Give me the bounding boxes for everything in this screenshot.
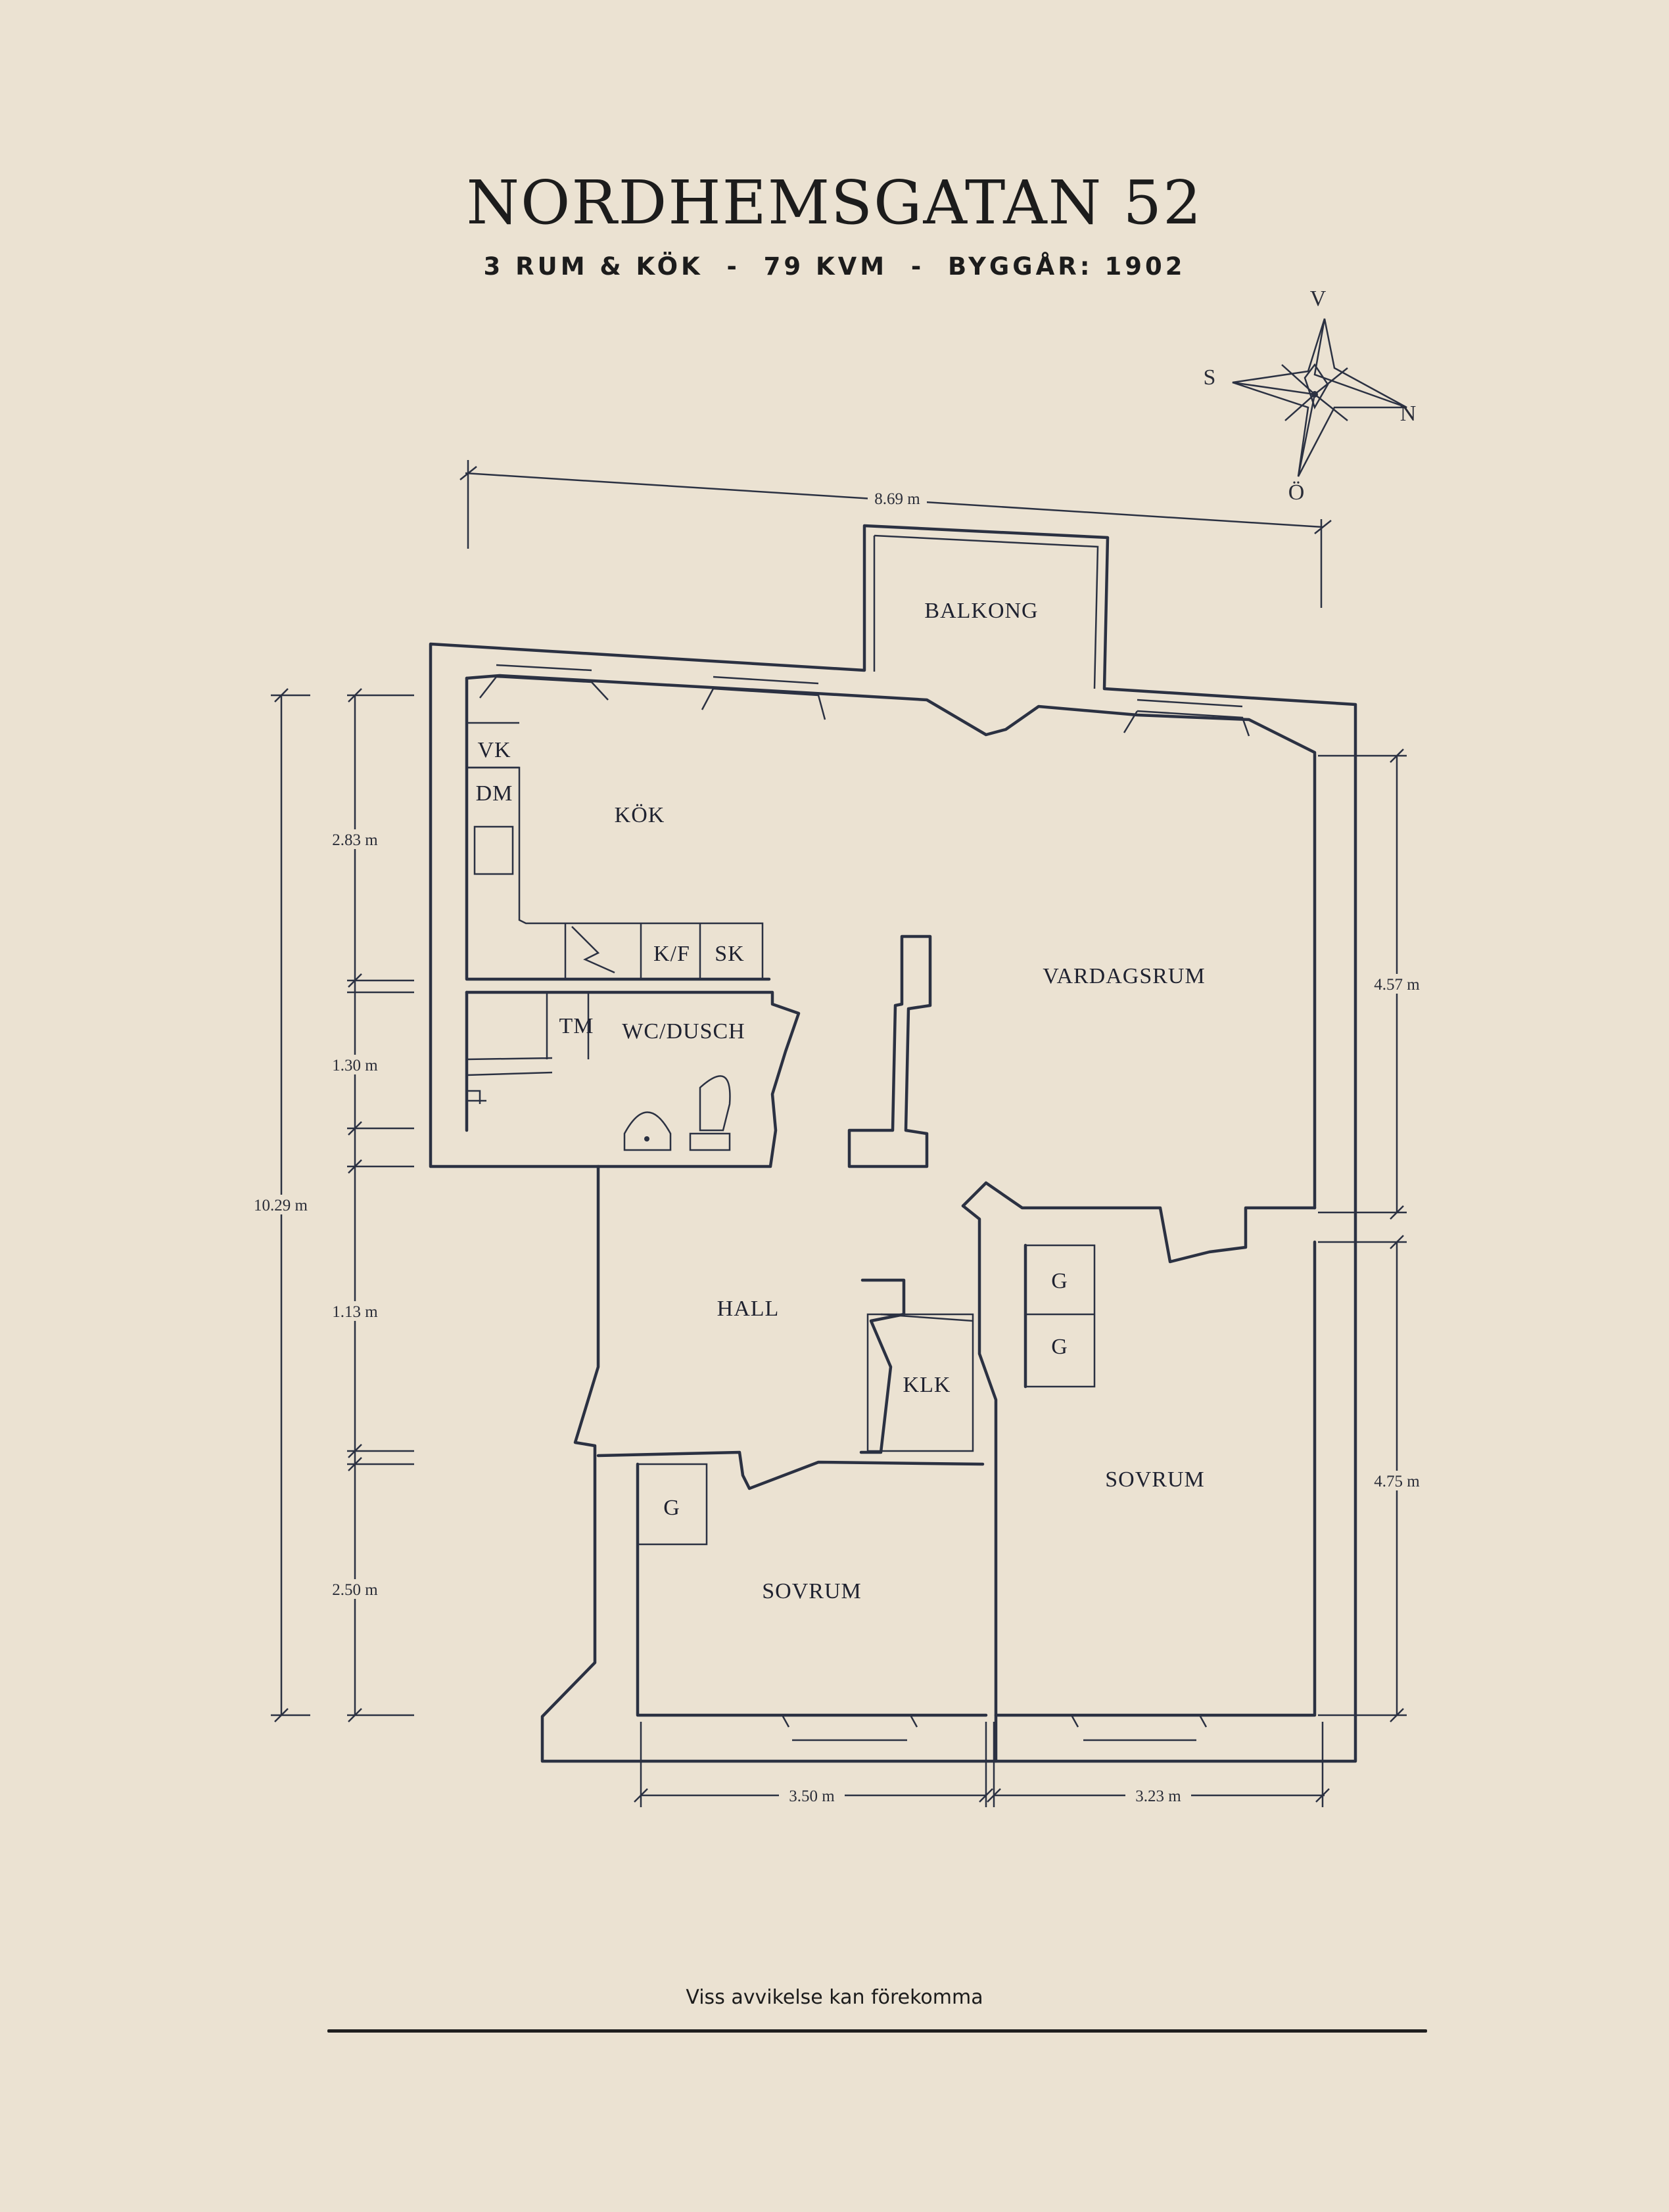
dim-bottom-2: 3.23 m: [1135, 1787, 1181, 1805]
label-klk: KLK: [903, 1373, 951, 1397]
compass-s: S: [1204, 365, 1216, 390]
label-sovrum-right: SOVRUM: [1105, 1467, 1204, 1492]
dim-left-4: 2.50 m: [332, 1581, 378, 1599]
dim-left-total: 10.29 m: [254, 1197, 308, 1214]
label-g-3: G: [663, 1496, 680, 1520]
compass-n: N: [1400, 402, 1417, 426]
dim-right-1: 4.57 m: [1374, 976, 1420, 994]
footer-divider: [327, 2029, 1427, 2033]
page-subtitle: 3 RUM & KÖK - 79 KVM - BYGGÅR: 1902: [483, 252, 1186, 281]
label-hall: HALL: [717, 1297, 780, 1321]
label-dm: DM: [476, 781, 513, 806]
label-wc: WC/DUSCH: [622, 1019, 745, 1044]
walls: [429, 524, 1357, 1763]
dim-left-1: 2.83 m: [332, 831, 378, 849]
dimension-lines: [271, 460, 1407, 1807]
dim-top: 8.69 m: [874, 490, 920, 508]
label-kf: K/F: [653, 942, 690, 966]
label-vardagsrum: VARDAGSRUM: [1043, 964, 1205, 988]
label-tm: TM: [559, 1014, 594, 1038]
label-sovrum-left: SOVRUM: [762, 1579, 861, 1603]
compass-v: V: [1310, 287, 1327, 311]
label-sk: SK: [715, 942, 744, 966]
compass-o: Ö: [1288, 480, 1305, 505]
dim-left-3: 1.13 m: [332, 1303, 378, 1321]
page-title: NORDHEMSGATAN 52: [466, 168, 1203, 238]
dim-left-2: 1.30 m: [332, 1057, 378, 1074]
room-labels: BALKONG KÖK VK DM K/F SK TM WC/DUSCH VAR…: [476, 599, 1205, 1603]
dim-bottom-1: 3.50 m: [789, 1787, 835, 1805]
label-kok: KÖK: [615, 803, 665, 827]
compass-rose-icon: V S N Ö: [1204, 287, 1417, 505]
dimension-labels: 8.69 m 10.29 m 2.83 m 1.30 m 1.13 m 2.50…: [245, 488, 1432, 1805]
label-balkong: BALKONG: [924, 599, 1038, 623]
label-g-1: G: [1051, 1269, 1068, 1293]
dim-right-2: 4.75 m: [1374, 1473, 1420, 1490]
label-g-2: G: [1051, 1335, 1068, 1359]
label-vk: VK: [477, 738, 511, 762]
disclaimer: Viss avvikelse kan förekomma: [686, 1986, 983, 2009]
